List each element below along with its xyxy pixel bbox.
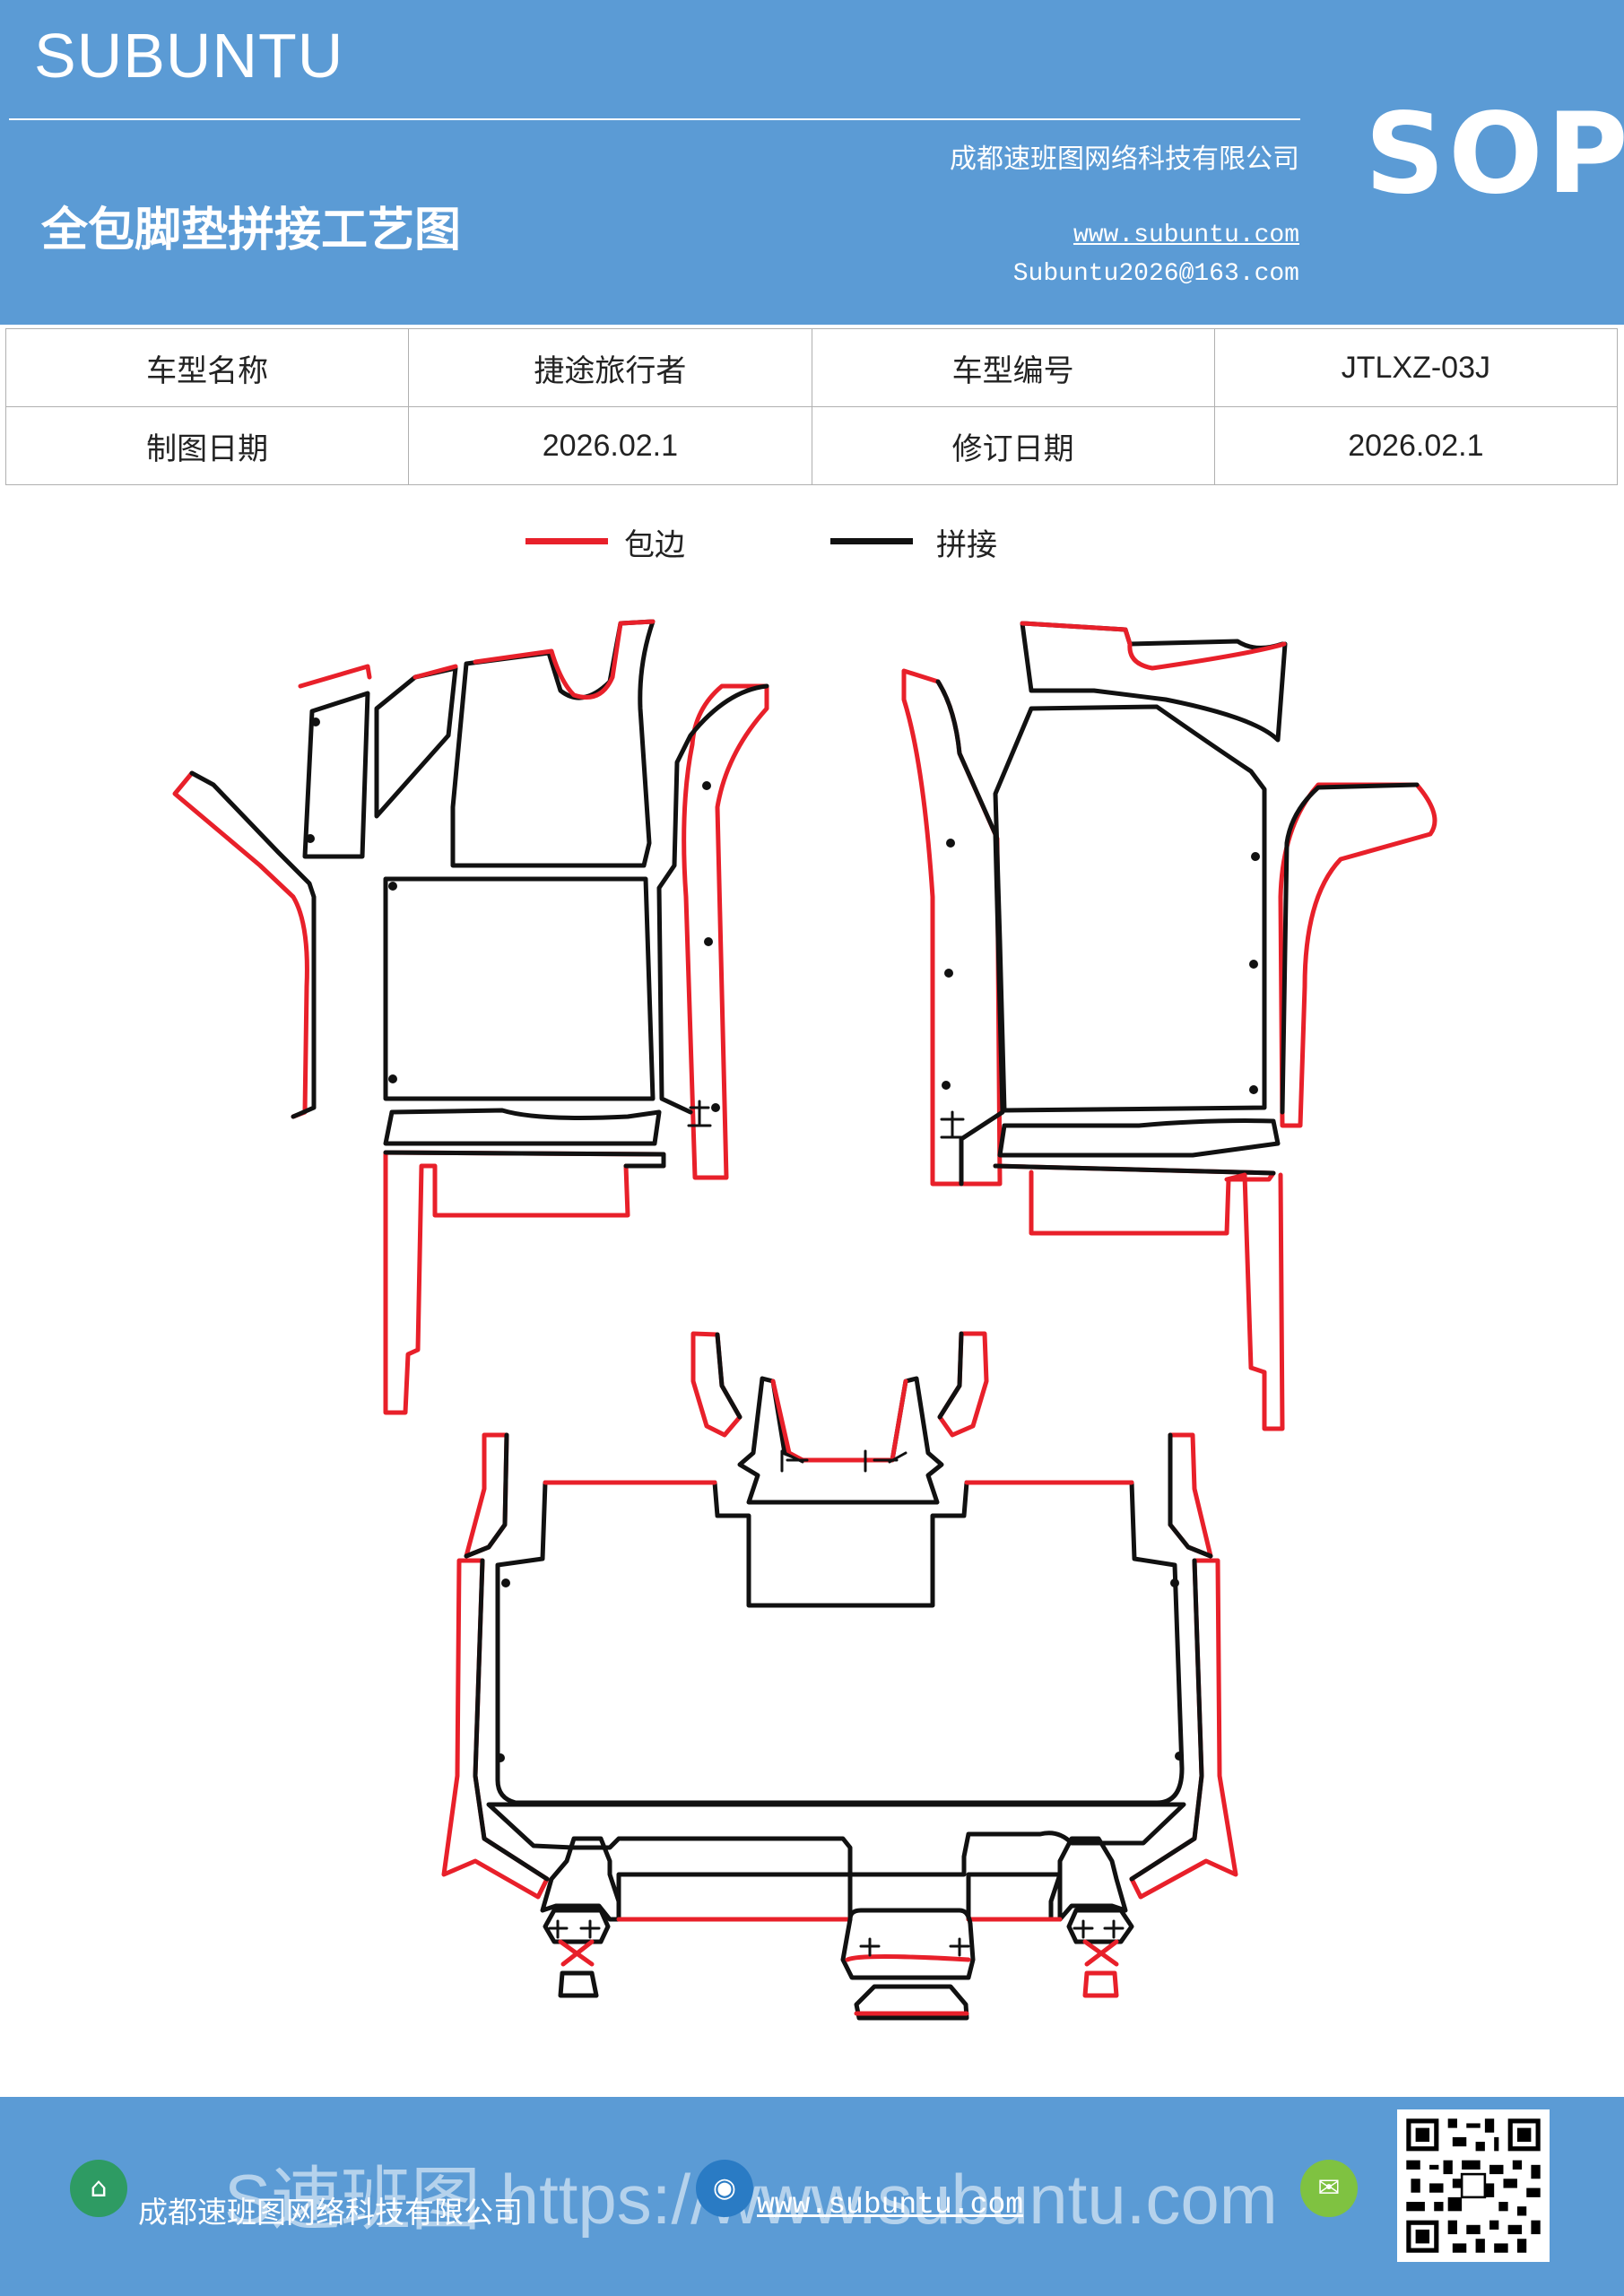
rear-left-side-seam (473, 1558, 550, 1882)
sop-badge: SOP (1365, 90, 1624, 219)
front-left-mat-group (172, 619, 769, 1415)
table-row: 车型名称 捷途旅行者 车型编号 JTLXZ-03J (4, 328, 1619, 407)
legend-swatch-binding (525, 538, 608, 544)
right-side-seam (935, 679, 1005, 1187)
table-cell: JTLXZ-03J (1213, 328, 1619, 407)
left-side-strip (172, 770, 309, 1119)
front-right-sill-seam (993, 1163, 1276, 1176)
rear-mat-group (441, 1331, 1238, 2021)
rear-left-clip-cross (558, 1939, 595, 1967)
rear-center-tab (840, 1908, 976, 1980)
table-cell: 2026.02.1 (408, 406, 812, 485)
rear-console-binding (770, 1378, 908, 1463)
rear-tunnel-left-seam (715, 1332, 743, 1420)
right-side-strip (901, 668, 1003, 1187)
rear-left-foot-well (540, 1836, 621, 1922)
front-left-side-seam (656, 683, 769, 1115)
seam-mark (687, 1100, 712, 1127)
rear-tunnel-right (937, 1331, 989, 1438)
seam-mark (940, 1110, 965, 1139)
left-wedge-edge (413, 664, 458, 680)
rear-left-outer-strip (464, 1432, 509, 1559)
table-cell: 车型名称 (4, 328, 410, 407)
left-panel-wedge (374, 665, 458, 819)
brand-name: SUBUNTU (34, 21, 344, 91)
rear-left-plug (558, 1970, 599, 1998)
legend-swatch-seam (830, 538, 913, 544)
rear-right-outer-strip (1168, 1432, 1213, 1559)
front-left-top-binding (473, 619, 656, 700)
table-cell: 捷途旅行者 (408, 328, 812, 407)
info-table: 车型名称 捷途旅行者 车型编号 JTLXZ-03J 制图日期 2026.02.1… (4, 328, 1619, 485)
left-panel-top-edge (298, 664, 372, 689)
legend: 包边 拼接 (0, 520, 1624, 574)
front-left-sill-seam (383, 1150, 666, 1169)
seam-mark (548, 1919, 1125, 1957)
floor-mat-diagram (172, 619, 1437, 2021)
left-side-strip-seam (189, 770, 317, 1119)
company-name: 成都速班图网络科技有限公司 (950, 144, 1299, 175)
rear-right-outer-seam (1168, 1432, 1213, 1559)
table-cell: 车型编号 (811, 328, 1215, 407)
rear-right-plug (1082, 1970, 1119, 1998)
footer-website-link[interactable]: www.subuntu.com (757, 2188, 1024, 2222)
footer-company: 成都速班图网络科技有限公司 (138, 2195, 523, 2230)
front-left-sill (383, 1150, 666, 1415)
table-cell: 制图日期 (4, 406, 410, 485)
building-icon: ⌂ (70, 2160, 127, 2217)
rear-left-outer-seam (464, 1432, 509, 1559)
rear-bottom-rails (616, 1872, 1063, 1922)
front-right-outer-strip (1278, 782, 1437, 1128)
legend-label-binding: 包边 (624, 527, 685, 563)
front-left-main-lower (383, 876, 656, 1101)
front-right-top-piece (1020, 621, 1288, 743)
table-cell: 2026.02.1 (1213, 406, 1619, 485)
front-right-main (993, 704, 1267, 1113)
header-divider (9, 118, 1300, 120)
rear-right-clip-cross (1082, 1939, 1119, 1967)
globe-icon: ◉ (696, 2160, 753, 2217)
legend-label-seam: 拼接 (936, 527, 997, 563)
website-link[interactable]: www.subuntu.com (1073, 222, 1299, 249)
rear-center-console (737, 1376, 944, 1505)
page-title: 全包脚垫拼接工艺图 (41, 203, 462, 257)
rear-left-clip (543, 1908, 611, 1944)
rear-tunnel-right-seam (937, 1331, 964, 1420)
header-banner: SUBUNTU 全包脚垫拼接工艺图 成都速班图网络科技有限公司 www.subu… (0, 0, 1624, 325)
rear-right-clip (1066, 1908, 1134, 1944)
qr-code (1397, 2109, 1550, 2262)
front-right-top-binding (1020, 621, 1287, 671)
front-left-side-strip (682, 683, 769, 1180)
footer-banner: S速班图 https://www.subuntu.com ⌂ 成都速班图网络科技… (0, 2097, 1624, 2296)
front-right-mat-group (901, 621, 1437, 1431)
front-left-heel-strip (383, 1108, 662, 1146)
email-text: Subuntu2026@163.com (1012, 260, 1299, 288)
table-row: 制图日期 2026.02.1 修订日期 2026.02.1 (4, 406, 1619, 485)
rear-center-bottom-piece (854, 1984, 969, 2021)
front-right-outer-seam (1280, 782, 1420, 1115)
rear-right-side-seam (1129, 1558, 1204, 1882)
front-right-rear-strip (1224, 1172, 1285, 1431)
front-right-heel-strip (997, 1118, 1281, 1158)
rear-main-floor (495, 1480, 1185, 1805)
left-panel-small (302, 691, 370, 859)
rear-center-tab-binding (845, 1954, 971, 1962)
wechat-icon[interactable]: ✉ (1300, 2160, 1358, 2217)
table-cell: 修订日期 (811, 406, 1215, 485)
seam-mark (780, 1449, 908, 1473)
